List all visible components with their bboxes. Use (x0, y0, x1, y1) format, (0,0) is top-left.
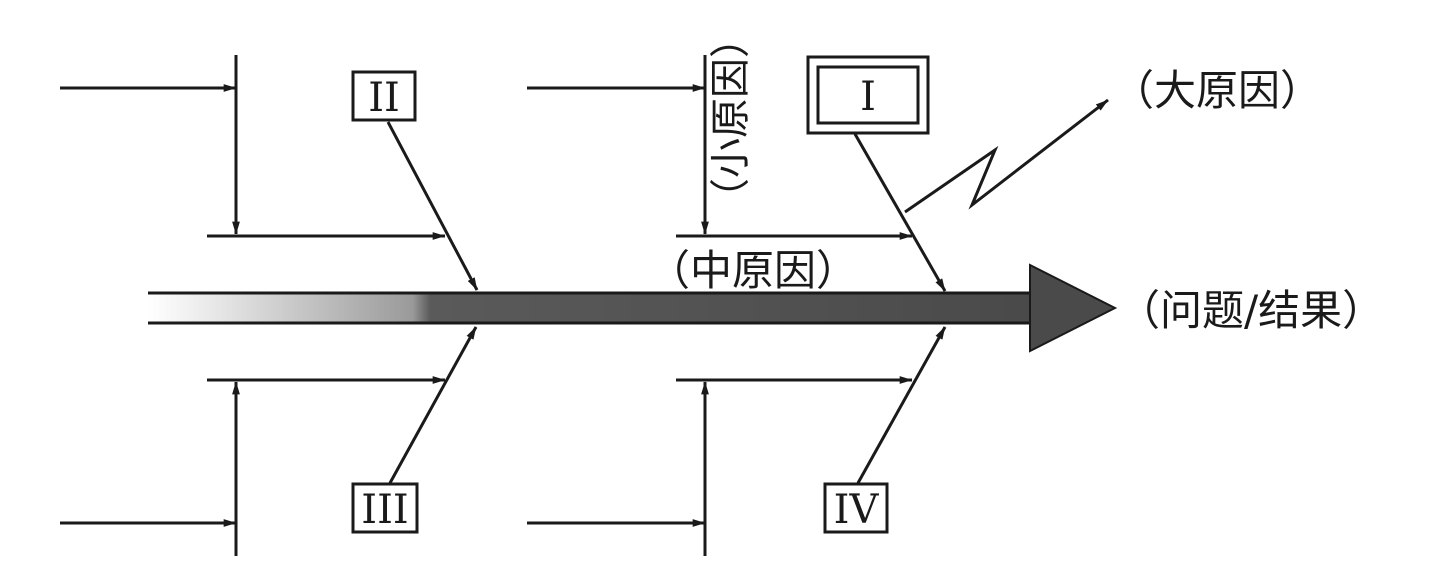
bone-top-left (60, 55, 479, 291)
box-iv-label: IV (834, 487, 880, 533)
box-ii: II (351, 70, 417, 122)
box-iii: III (351, 482, 419, 534)
box-iv: IV (823, 482, 889, 534)
medium-cause-label: （中原因） (648, 246, 858, 295)
major-cause-label: （大原因） (1112, 66, 1322, 115)
bone-bottom-right (527, 326, 947, 556)
box-ii-label: II (368, 75, 400, 121)
bone-bottom-left (60, 326, 478, 556)
spine-arrow (148, 263, 1118, 353)
box-iii-label: III (361, 487, 408, 533)
bone-top-right (527, 55, 1109, 292)
minor-cause-label: （小原因） (708, 18, 754, 218)
problem-result-label: （问题/结果） (1118, 286, 1384, 335)
box-i: I (806, 55, 930, 135)
box-i-label: I (860, 74, 876, 120)
